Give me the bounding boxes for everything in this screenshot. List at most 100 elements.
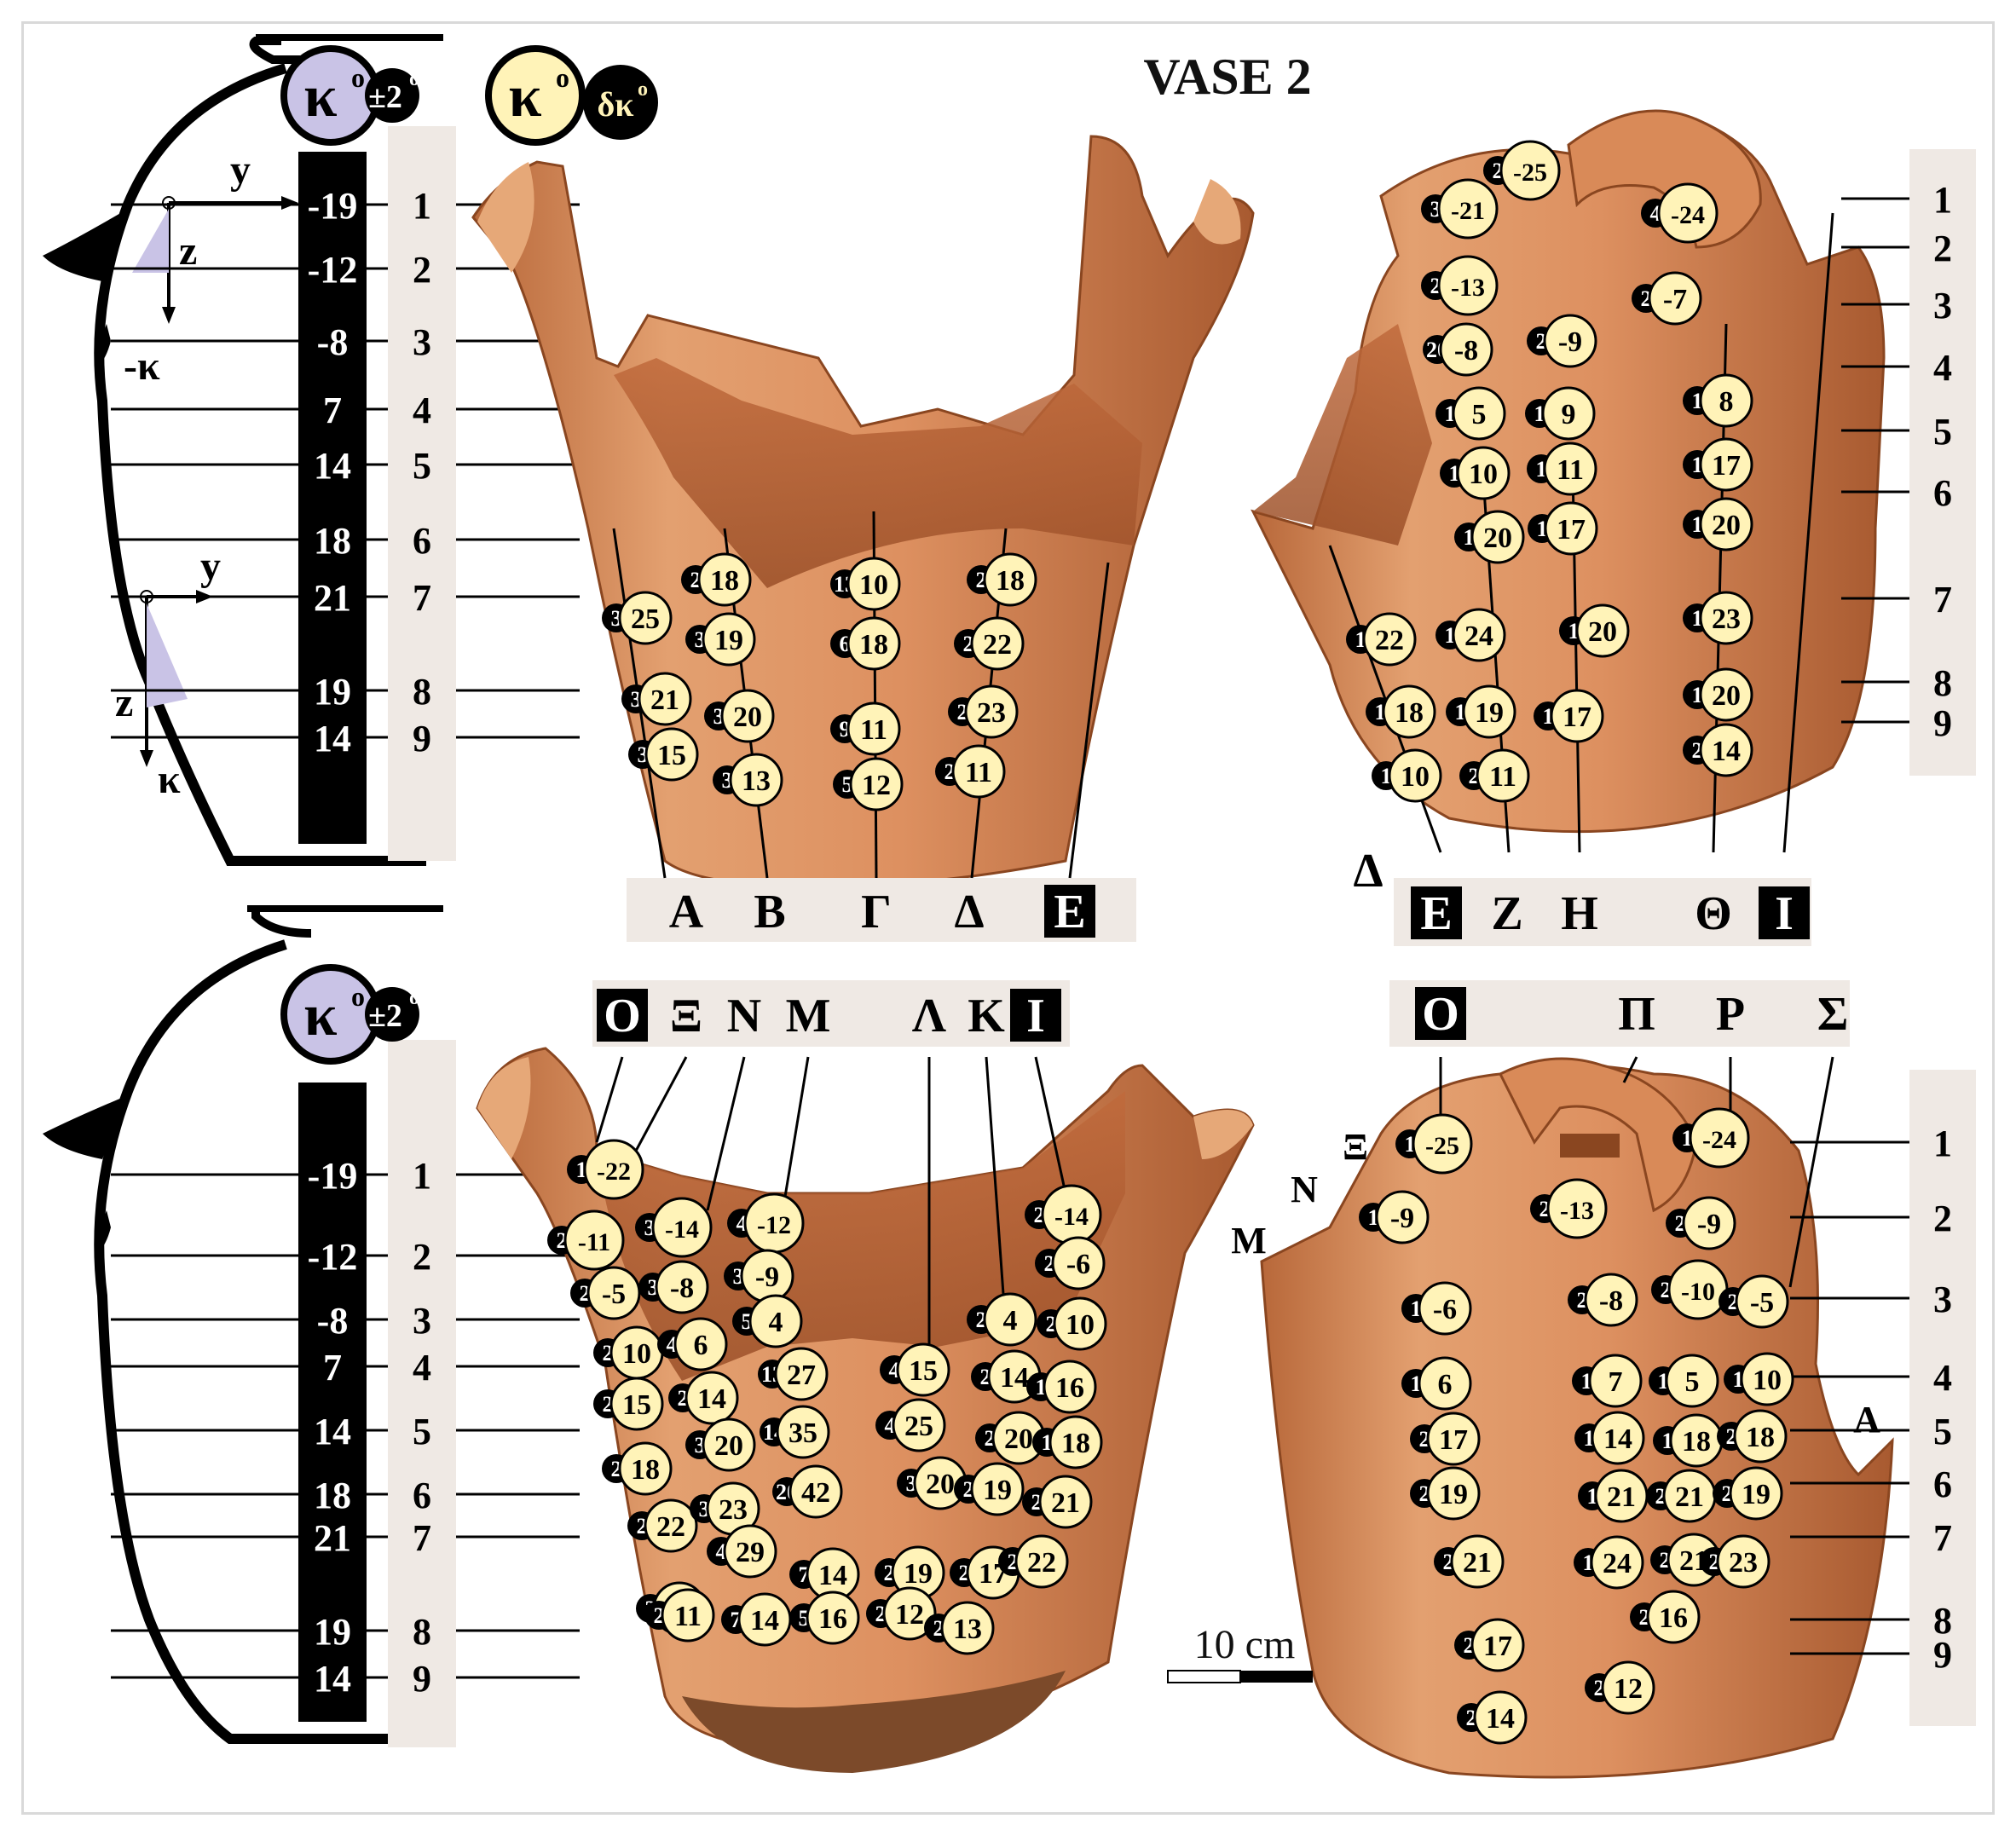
row-number-band [388, 126, 456, 861]
measurement-view2-6: 20-8 [1423, 322, 1493, 377]
kappa-value: 19 [983, 1475, 1012, 1506]
profile-bottom-value-7: 21 [314, 1517, 351, 1559]
kappa-dot [1426, 1466, 1481, 1521]
profile-value-bar [298, 152, 367, 844]
kappa-dot [788, 1464, 843, 1519]
kappa-dot [1450, 1534, 1505, 1589]
kappa-dot [1437, 178, 1499, 240]
kappa-dot [1729, 1466, 1783, 1521]
column-label-view3-3: Ν [727, 990, 761, 1042]
profile-top-value-4: 7 [323, 390, 342, 431]
measurement-view3-4: 4-12 [727, 1192, 805, 1254]
delta-kappa-badge: κ o δκ o [485, 45, 658, 146]
kappa-label-2: κ [304, 983, 338, 1048]
right-top-row-2: 2 [1933, 228, 1952, 269]
measurement-view2-4: 2-13 [1421, 255, 1499, 316]
kappa-dot [1382, 684, 1436, 739]
kappa-value: -9 [1558, 326, 1582, 358]
kappa-dot [846, 616, 901, 671]
kappa-dot [846, 557, 901, 611]
column-label-view1-5: Ε [1054, 886, 1085, 938]
column-label-view3-6: Κ [968, 990, 1005, 1042]
profile-top-row-1: 1 [413, 185, 431, 227]
kappa-dot [1590, 1535, 1644, 1590]
kappa-value: 13 [742, 765, 771, 797]
profile-bottom-row-8: 8 [413, 1611, 431, 1653]
kappa-dot [1388, 748, 1442, 803]
kappa-value: 18 [859, 629, 888, 661]
kappa-value: -24 [1671, 201, 1705, 229]
side-label-3: Μ [1231, 1220, 1267, 1262]
kappa-value: 10 [859, 569, 888, 601]
profile-bottom-row-3: 3 [413, 1300, 431, 1342]
profile-top-value-2: -12 [308, 249, 358, 291]
kappa-value: 19 [1742, 1479, 1770, 1510]
kappa-value: 20 [1712, 510, 1741, 541]
profile-top-row-7: 7 [413, 577, 431, 619]
kappa-dot [1699, 437, 1753, 492]
column-label-view2-3: Ζ [1491, 887, 1522, 940]
kappa-value: 4 [1003, 1305, 1018, 1337]
kappa-value: 20 [1004, 1423, 1033, 1455]
tolerance-sup: o [409, 68, 419, 90]
kappa-dot [702, 1417, 756, 1472]
kappa-value: -21 [1451, 197, 1485, 225]
kappa-value: 12 [895, 1599, 924, 1631]
kappa-value: 21 [650, 684, 679, 716]
kappa-dot [1699, 497, 1753, 551]
column-band-2 [1394, 878, 1811, 946]
kappa-dot [849, 757, 904, 811]
kappa-dot [1544, 501, 1598, 556]
profile-bottom-row-6: 6 [413, 1475, 431, 1516]
profile-top-value-9: 14 [314, 718, 351, 759]
profile-value-bar-2 [298, 1083, 367, 1722]
right-top-row-6: 6 [1933, 472, 1952, 514]
kappa-label-3: κ [509, 64, 542, 130]
kappa-value: 11 [674, 1601, 702, 1632]
profile-bottom-value-6: 18 [314, 1475, 351, 1516]
profile-top-row-9: 9 [413, 718, 431, 759]
row-number-band-2 [388, 1040, 456, 1747]
kappa-dot [651, 1197, 713, 1258]
kappa-value: 11 [965, 757, 992, 788]
kappa-dot [720, 689, 775, 743]
column-label-view3-2: Ξ [670, 990, 702, 1042]
row-number-band-4 [1909, 1070, 1976, 1726]
right-bottom-row-2: 2 [1933, 1198, 1952, 1239]
kappa-dot [1456, 446, 1511, 500]
profile-bottom-value-2: -12 [308, 1236, 358, 1278]
kappa-dot [1591, 1411, 1645, 1465]
profile-top-row-5: 5 [413, 445, 431, 487]
kappa-value: 24 [1464, 621, 1493, 652]
tolerance-label: ±2 [368, 79, 402, 115]
column-label-view4-1: Ο [1422, 988, 1459, 1041]
right-top-row-5: 5 [1933, 411, 1952, 453]
kappa-dot [1699, 723, 1753, 777]
right-top-row-7: 7 [1933, 579, 1952, 621]
kappa-value: -6 [1066, 1249, 1090, 1280]
kappa-value: 18 [1746, 1422, 1775, 1453]
kappa-dot [563, 1210, 625, 1271]
kappa-dot [685, 1371, 739, 1425]
kappa-value: 19 [1475, 697, 1504, 729]
profile-top-row-6: 6 [413, 520, 431, 562]
kappa-value: -5 [1750, 1287, 1774, 1319]
measurement-view2-7: 2-9 [1527, 314, 1597, 368]
